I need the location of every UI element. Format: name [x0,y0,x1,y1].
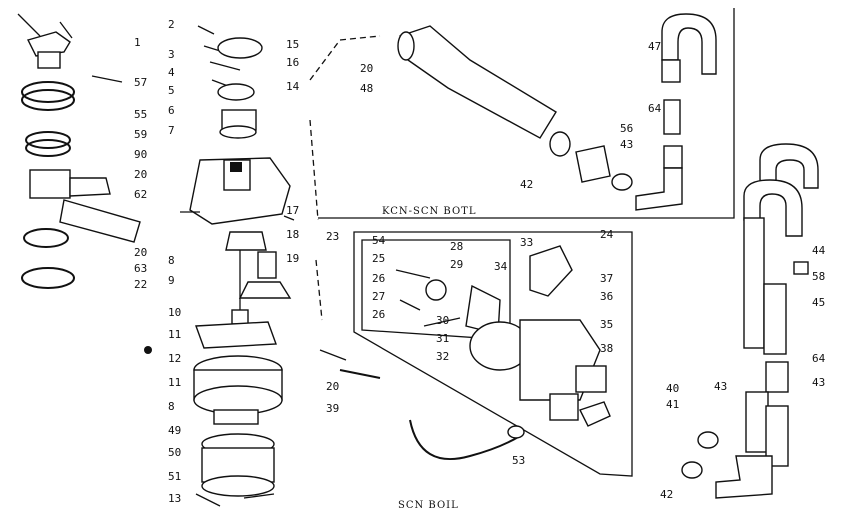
callout: 58 [812,270,825,283]
callout: 20 [326,380,339,393]
callout: 17 [286,204,299,217]
callout: 54 [372,234,386,247]
callout: 42 [520,178,533,191]
callout: 56 [620,122,633,135]
callout: 18 [286,228,299,241]
callout: 27 [372,290,385,303]
callout: 1 [134,36,141,49]
callout: 22 [134,278,147,291]
callout: 43 [620,138,633,151]
callout: 25 [372,252,385,265]
callout: 49 [168,424,181,437]
callout: 20 [134,168,147,181]
callout: 26 [372,308,385,321]
callout: 64 [648,102,662,115]
callout: 44 [812,244,826,257]
callout: 41 [666,398,679,411]
callout: 7 [168,124,175,137]
callout: 43 [714,380,727,393]
callout: 15 [286,38,299,51]
callout: 11 [168,376,181,389]
callout: 63 [134,262,147,275]
callout: 12 [168,352,181,365]
callout: 26 [372,272,385,285]
callout: 29 [450,258,463,271]
callout: 8 [168,400,175,413]
callout: 30 [436,314,449,327]
callout: 31 [436,332,449,345]
callout: 59 [134,128,147,141]
callout: 2 [168,18,175,31]
callout: 62 [134,188,147,201]
left-parts-column [17,13,141,289]
callout: 33 [520,236,533,249]
callout: 45 [812,296,825,309]
inset-caption-top: KCN-SCN BOTL [382,206,476,217]
upper-right-inset [318,8,735,219]
right-drain-pipes [715,143,819,499]
callout: 19 [286,252,299,265]
callout: 16 [286,56,299,69]
callout: 64 [812,352,826,365]
callout: 48 [360,82,373,95]
callout: 38 [600,342,613,355]
callout: 43 [812,376,825,389]
callout: 3 [168,48,175,61]
callout: 10 [168,306,181,319]
callout: 13 [168,492,181,505]
callout-labels: KCN-SCN BOTL SCN BOIL 2 1 3 15 4 16 14 5… [134,18,826,511]
lower-right-inset [319,231,719,479]
callout: 14 [286,80,300,93]
callout: 47 [648,40,661,53]
callout: 36 [600,290,613,303]
callout: 37 [600,272,613,285]
callout: 5 [168,84,175,97]
center-pump-stack [144,25,295,507]
callout: 23 [326,230,339,243]
callout: 35 [600,318,613,331]
callout: 34 [494,260,508,273]
callout: 39 [326,402,339,415]
callout: 6 [168,104,175,117]
callout: 28 [450,240,463,253]
callout: 4 [168,66,175,79]
callout: 20 [360,62,373,75]
callout: 42 [660,488,673,501]
callout: 20 [134,246,147,259]
callout: 40 [666,382,679,395]
callout: 32 [436,350,449,363]
callout: 53 [512,454,525,467]
inset-caption-bottom: SCN BOIL [398,500,459,511]
callout: 50 [168,446,181,459]
callout: 57 [134,76,147,89]
callout: 90 [134,148,147,161]
callout: 8 [168,254,175,267]
callout: 51 [168,470,181,483]
callout: 11 [168,328,181,341]
callout: 9 [168,274,175,287]
callout: 24 [600,228,614,241]
callout: 55 [134,108,147,121]
